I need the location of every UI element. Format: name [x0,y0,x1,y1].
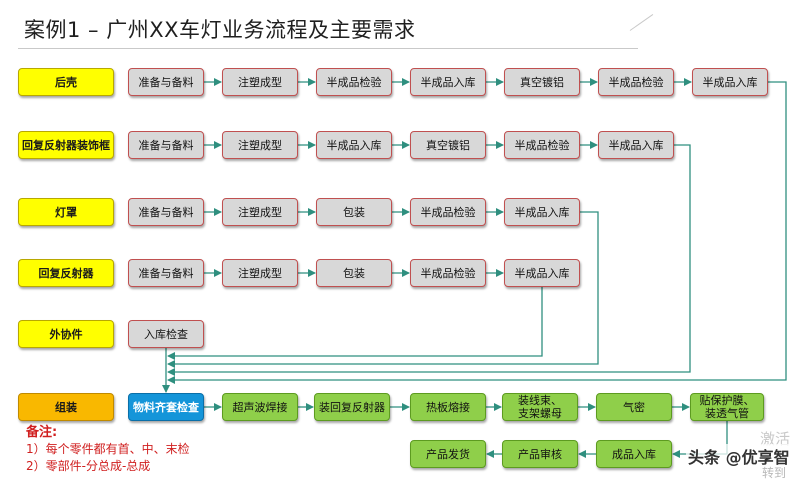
process-step[interactable]: 半成品入库 [504,198,580,226]
note-item-1: 1）每个零件都有首、中、末检 [26,442,190,456]
row-label-0: 后壳 [18,68,114,96]
process-step[interactable]: 入库检查 [128,320,204,348]
assembly-step[interactable]: 物料齐套检查 [128,393,204,421]
process-step[interactable]: 半成品检验 [598,68,674,96]
title-divider [18,48,638,49]
feed-line-row-2 [167,144,691,376]
process-step[interactable]: 准备与备料 [128,198,204,226]
row-label-4: 外协件 [18,320,114,348]
process-step[interactable]: 注塑成型 [222,68,298,96]
assembly-step[interactable]: 气密 [596,393,672,421]
process-step[interactable]: 注塑成型 [222,131,298,159]
process-step[interactable]: 准备与备料 [128,259,204,287]
process-step[interactable]: 半成品入库 [598,131,674,159]
feed-line-row-4 [167,287,543,360]
row-label-2: 灯罩 [18,198,114,226]
notes-block: 备注: 1）每个零件都有首、中、末检 2）零部件-分总成-总成 [26,424,190,475]
return-step[interactable]: 成品入库 [596,440,672,468]
process-step[interactable]: 半成品入库 [316,131,392,159]
process-step[interactable]: 半成品检验 [410,259,486,287]
watermark-main: 头条 @优享智 [686,444,792,468]
process-step[interactable]: 真空镀铝 [410,131,486,159]
notes-title: 备注: [26,425,58,440]
return-step[interactable]: 产品发货 [410,440,486,468]
process-step[interactable]: 准备与备料 [128,68,204,96]
page-title: 案例1 – 广州XX车灯业务流程及主要需求 [24,18,416,42]
note-item-2: 2）零部件-分总成-总成 [26,459,151,473]
process-step[interactable]: 真空镀铝 [504,68,580,96]
process-step[interactable]: 准备与备料 [128,131,204,159]
process-step[interactable]: 注塑成型 [222,198,298,226]
row-label-1: 回复反射器装饰框 [18,131,114,159]
return-step[interactable]: 产品审核 [502,440,578,468]
process-step[interactable]: 半成品入库 [504,259,580,287]
row-label-3: 回复反射器 [18,259,114,287]
assembly-step[interactable]: 超声波焊接 [222,393,298,421]
feed-line-row-1 [167,81,787,384]
process-step[interactable]: 注塑成型 [222,259,298,287]
assembly-step[interactable]: 贴保护膜、 装透气管 [690,393,764,421]
process-step[interactable]: 半成品入库 [410,68,486,96]
feed-line-row-3 [167,211,599,368]
assembly-label: 组装 [18,393,114,421]
process-step[interactable]: 半成品检验 [316,68,392,96]
assembly-step[interactable]: 装线束、 支架螺母 [502,393,578,421]
process-step[interactable]: 半成品检验 [410,198,486,226]
watermark-small: 转到 [762,466,787,480]
assembly-step[interactable]: 热板熔接 [410,393,486,421]
assembly-step[interactable]: 装回复反射器 [314,393,390,421]
process-step[interactable]: 包装 [316,198,392,226]
process-step[interactable]: 半成品入库 [692,68,768,96]
watermark-side: 激活 [760,430,791,448]
process-step[interactable]: 包装 [316,259,392,287]
process-step[interactable]: 半成品检验 [504,131,580,159]
